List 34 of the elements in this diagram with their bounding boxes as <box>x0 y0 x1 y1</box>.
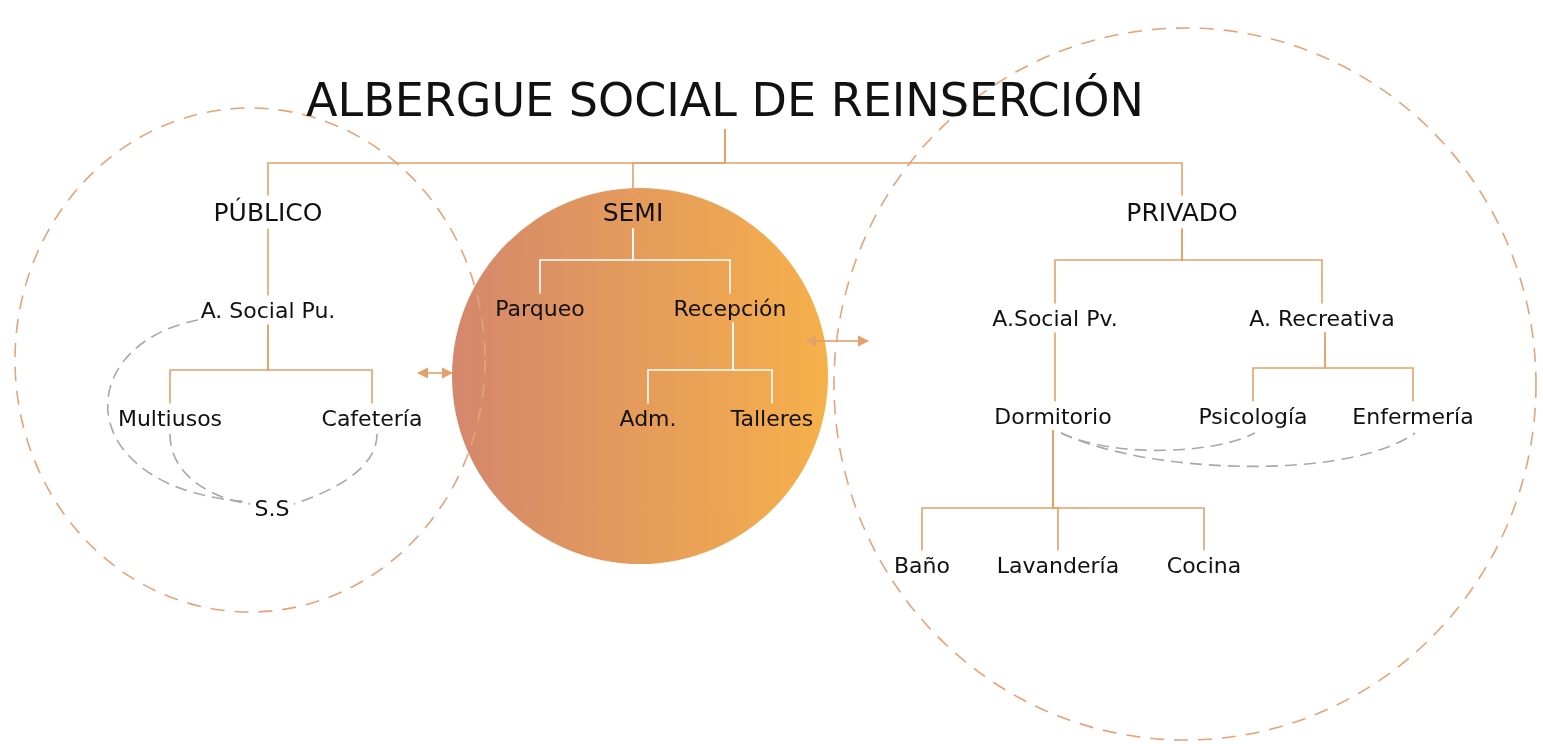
connector-line <box>1054 331 1056 403</box>
connector-line <box>1324 331 1414 403</box>
connector-line <box>724 128 1183 197</box>
node-label: Recepción <box>673 295 787 321</box>
node-label: Cocina <box>1166 552 1242 578</box>
dashed-link-line <box>1060 432 1416 468</box>
node-label: Psicología <box>1198 403 1308 429</box>
connector-line <box>267 227 269 297</box>
node-label: Lavandería <box>996 552 1120 578</box>
node-label: PÚBLICO <box>213 197 323 227</box>
node-label: A. Social Pu. <box>200 297 336 323</box>
node-label: S.S <box>254 495 290 521</box>
node-label: Adm. <box>619 405 677 431</box>
connector-line <box>1052 429 1205 552</box>
node-label: PRIVADO <box>1126 197 1238 227</box>
node-label: Cafetería <box>321 405 423 431</box>
connector-line <box>732 321 773 405</box>
dashed-link-line <box>293 433 378 505</box>
node-label: SEMI <box>602 197 664 227</box>
connector-line <box>1181 227 1323 305</box>
connector-line <box>267 323 373 405</box>
node-label: A. Recreativa <box>1249 305 1395 331</box>
node-label: Parqueo <box>495 295 585 321</box>
node-label: Baño <box>894 552 950 578</box>
diagram-heading: ALBERGUE SOCIAL DE REINSERCIÓN <box>306 73 1144 127</box>
connector-line <box>632 227 731 295</box>
dashed-link-line <box>169 433 251 505</box>
arrow <box>416 367 454 379</box>
node-label: Enfermería <box>1352 403 1474 429</box>
node-label: Talleres <box>730 405 814 431</box>
node-label: Multiusos <box>117 405 223 431</box>
node-label: A.Social Pv. <box>992 305 1118 331</box>
node-label: Dormitorio <box>994 403 1112 429</box>
arrow <box>804 335 870 347</box>
